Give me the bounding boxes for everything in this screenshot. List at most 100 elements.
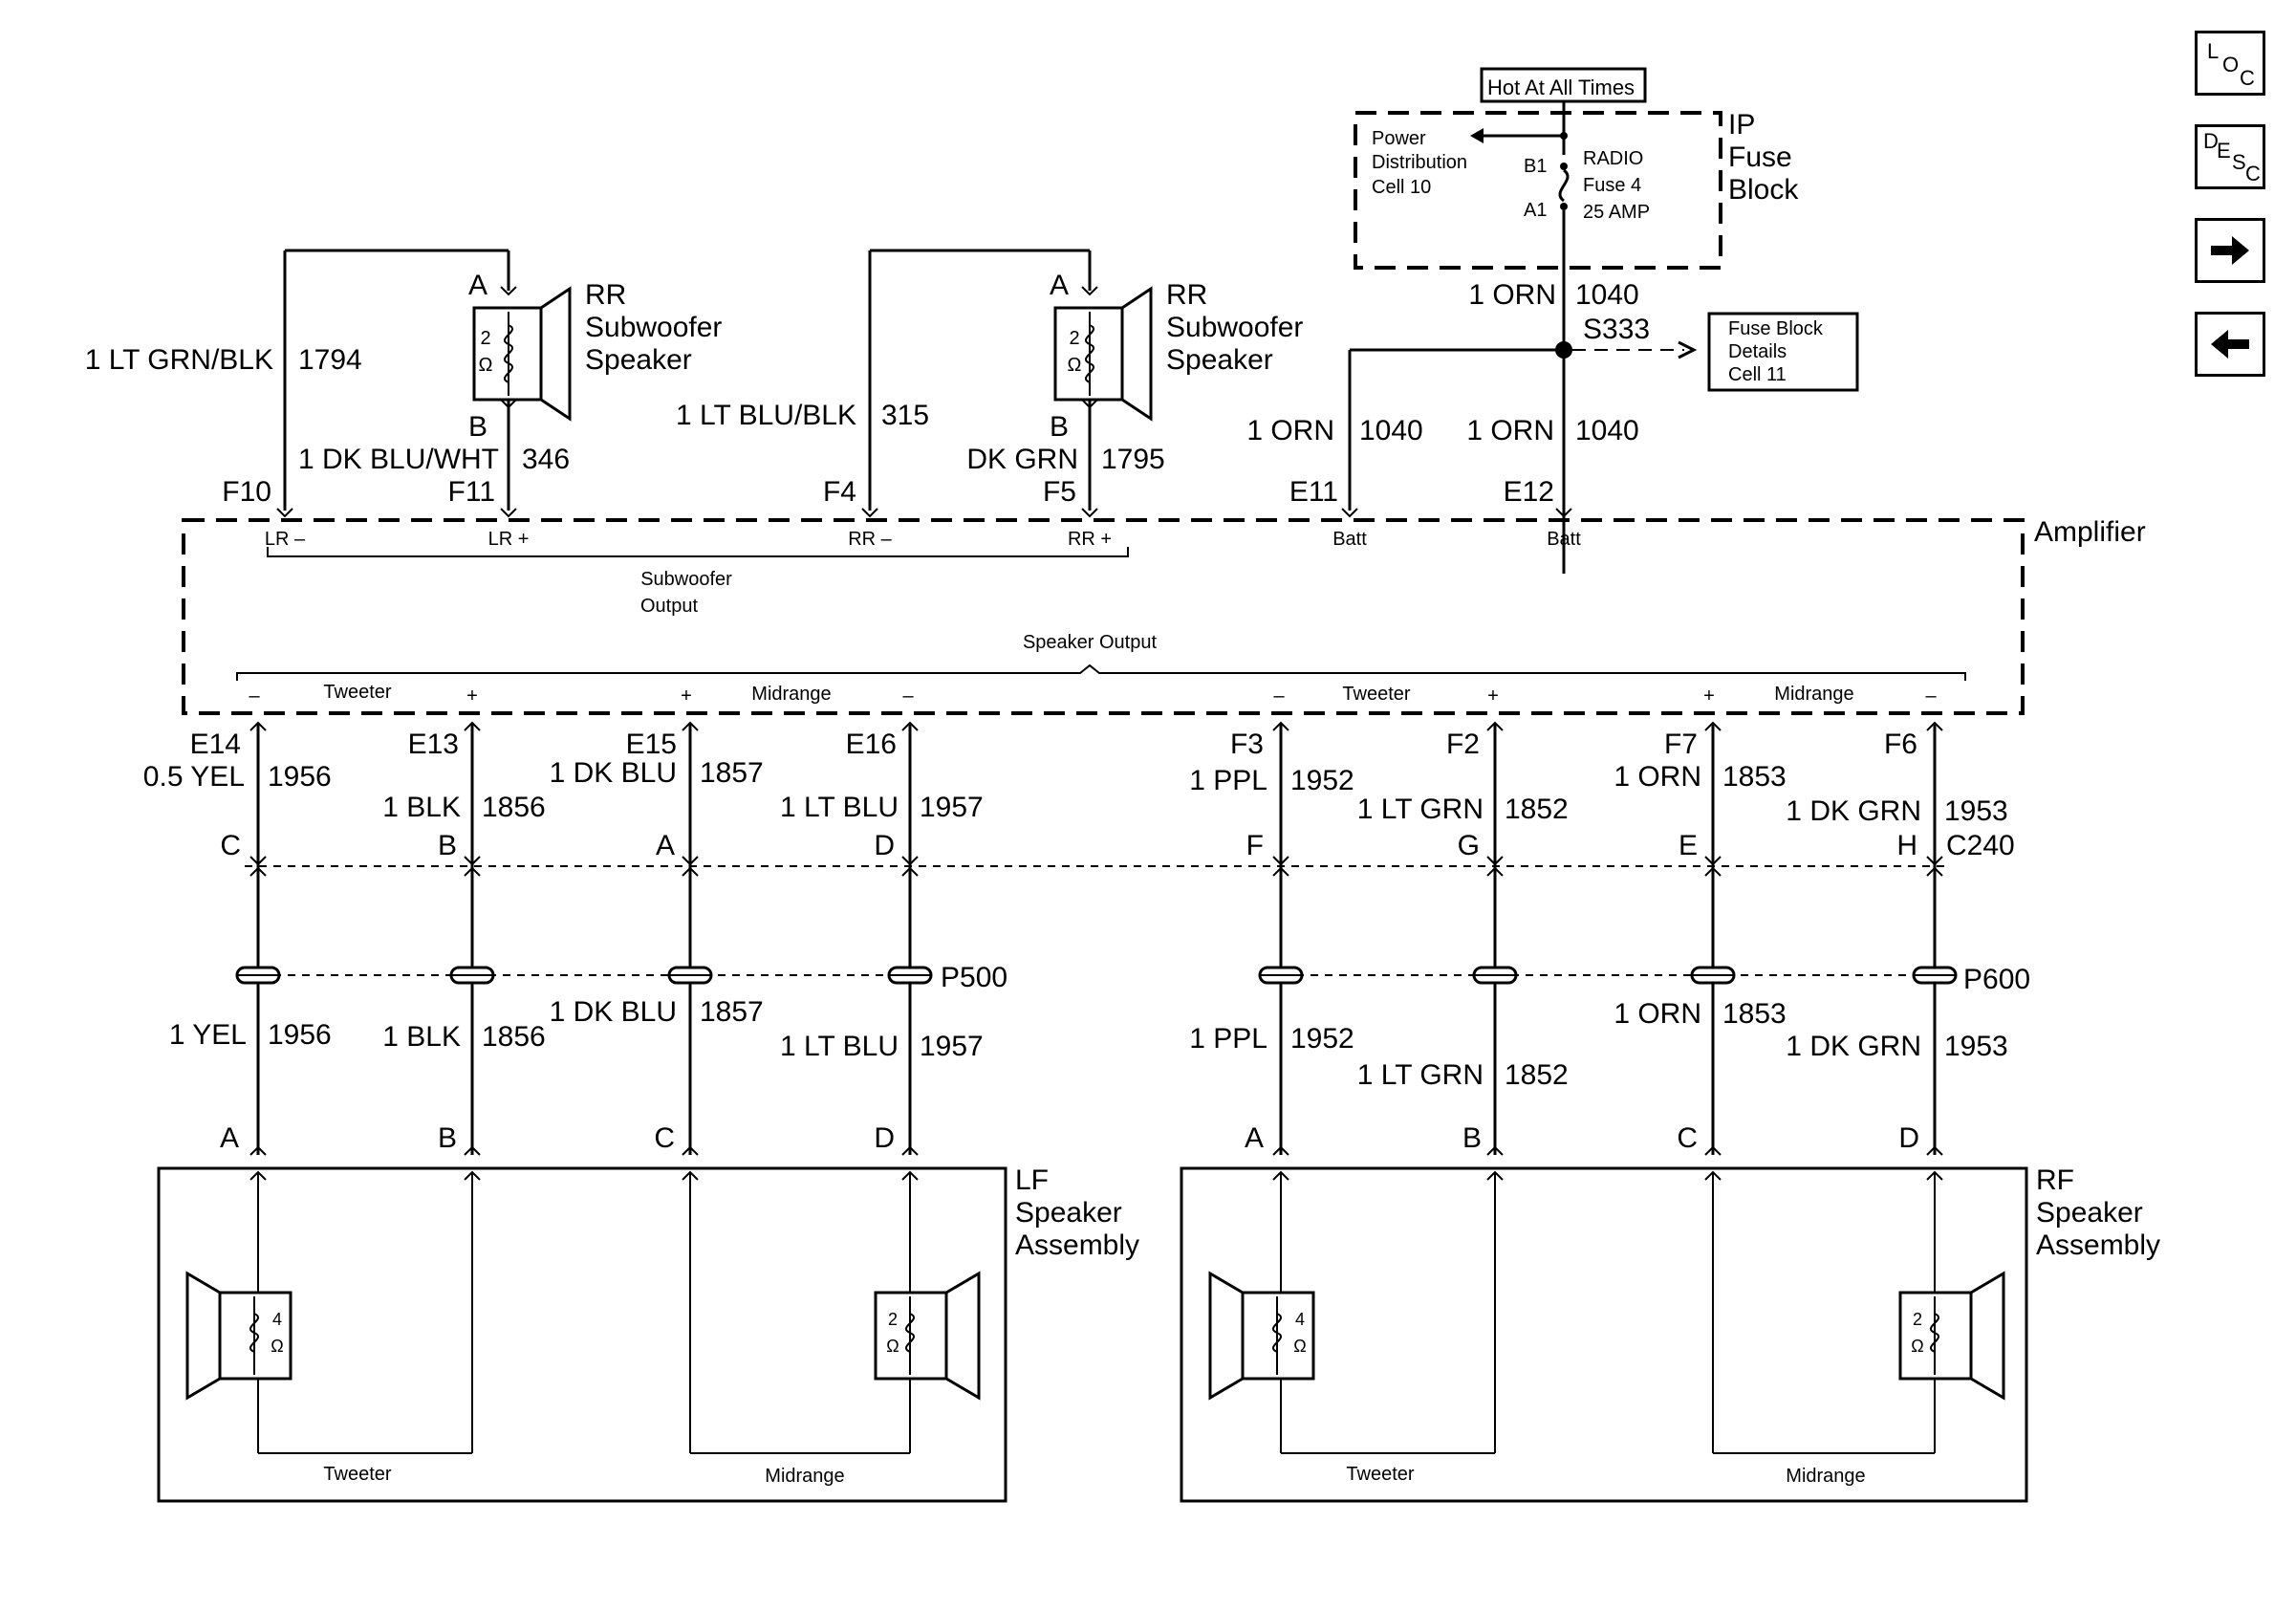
subwoofer-title-3: Speaker xyxy=(585,344,692,376)
lf-title-3: Assembly xyxy=(1015,1229,1139,1261)
group-label-midrange-lf: Midrange xyxy=(751,684,831,705)
tweeter-ohms: 4 xyxy=(1295,1310,1305,1329)
ch5-speaker-pin: A xyxy=(1245,1122,1264,1154)
subwoofer-pin-a: A xyxy=(468,270,487,301)
term-lr-pos: LR + xyxy=(488,529,530,550)
ch2-amp-pin: E13 xyxy=(408,729,459,760)
p500-label: P500 xyxy=(941,962,1007,993)
rf-tweeter-label: Tweeter xyxy=(1346,1464,1414,1485)
term-lr-neg: LR – xyxy=(265,529,306,550)
batt-feed-2-circuit: 1040 xyxy=(1575,415,1639,446)
ch6-upper-wire: 1 LT GRN xyxy=(1357,794,1484,825)
ch3-lower-wire: 1 DK BLU xyxy=(550,996,677,1028)
subwoofer-title-1: RR xyxy=(1166,279,1207,311)
midrange-ohms: 2 xyxy=(888,1310,898,1329)
loc-letter-c: C xyxy=(2240,66,2255,90)
subwoofer-title-1: RR xyxy=(585,279,626,311)
lf-speaker-assembly: LF Speaker Assembly 4 Ω 2 Ω Tweeter Midr… xyxy=(157,1164,1139,1503)
amplifier-outline xyxy=(182,518,2025,715)
ch4-lower-circuit: 1957 xyxy=(920,1031,984,1062)
midrange-ohm-symbol: Ω xyxy=(1911,1337,1923,1356)
loc-letter-l: L xyxy=(2207,39,2220,63)
sign-5: – xyxy=(1273,685,1285,707)
ch4-speaker-pin: D xyxy=(874,1122,895,1154)
speaker-cone-icon xyxy=(540,286,572,422)
battery-feeds: 1 ORN 1040 E11 1 ORN 1040 E12 Batt Batt xyxy=(1246,350,1639,550)
midrange-ohm-symbol: Ω xyxy=(886,1337,899,1356)
ch8-upper-circuit: 1953 xyxy=(1944,795,2008,827)
amplifier: Amplifier LR – LR + RR – RR + Subwoofer … xyxy=(182,516,2146,715)
fuse-pin-a1: A1 xyxy=(1524,200,1547,221)
ch2-lower-circuit: 1856 xyxy=(482,1021,546,1053)
subwoofer-title-3: Speaker xyxy=(1166,344,1273,376)
sign-6: + xyxy=(1487,685,1499,707)
ch4-amp-pin: E16 xyxy=(846,729,897,760)
subwoofer-ohm-symbol: Ω xyxy=(479,355,493,376)
loc-button[interactable]: L O C xyxy=(2195,31,2265,96)
tweeter-cone-icon xyxy=(185,1271,221,1401)
batt-feed-1-wire: 1 ORN xyxy=(1246,415,1334,446)
sub-pos-pin: F5 xyxy=(1043,476,1076,508)
lf-title-2: Speaker xyxy=(1015,1197,1122,1229)
hot-at-all-times-label: Hot At All Times xyxy=(1487,76,1635,99)
desc-letter-s: S xyxy=(2232,150,2246,174)
arrow-right-icon xyxy=(2211,236,2249,265)
ch8-amp-pin: F6 xyxy=(1884,729,1917,760)
ch6-amp-pin: F2 xyxy=(1446,729,1480,760)
desc-letter-e: E xyxy=(2217,139,2231,163)
subwoofer-left: 2 Ω A B RR Subwoofer Speaker 1 LT GRN/BL… xyxy=(85,249,722,518)
ch8-lower-wire: 1 DK GRN xyxy=(1786,1031,1921,1062)
subwoofer-title-2: Subwoofer xyxy=(1166,312,1303,343)
ch1-speaker-pin: A xyxy=(220,1122,239,1154)
fuse-rating: 25 AMP xyxy=(1583,202,1650,223)
subwoofer-ohm-symbol: Ω xyxy=(1068,355,1082,376)
sub-neg-circuit: 315 xyxy=(881,400,929,431)
subwoofer-ohms: 2 xyxy=(480,328,490,349)
batt-feed-1-circuit: 1040 xyxy=(1359,415,1423,446)
amplifier-title: Amplifier xyxy=(2034,516,2146,548)
sign-4: – xyxy=(902,685,914,707)
back-button[interactable] xyxy=(2195,312,2265,377)
rf-speaker-assembly: RF Speaker Assembly 4 Ω 2 Ω Tweeter Midr… xyxy=(1180,1164,2160,1503)
ch2-upper-circuit: 1856 xyxy=(482,792,546,823)
batt-term-1: Batt xyxy=(1332,529,1367,550)
subwoofer-pin-b: B xyxy=(468,411,487,443)
coil-icon xyxy=(504,324,513,383)
coil-icon xyxy=(1085,324,1094,383)
fuse-pin-b1: B1 xyxy=(1524,156,1547,177)
rf-assembly-outline xyxy=(1180,1166,2028,1503)
coil-icon xyxy=(905,1313,915,1353)
ch7-speaker-pin: C xyxy=(1677,1122,1698,1154)
pdc-line-3: Cell 10 xyxy=(1372,177,1431,198)
sign-7: + xyxy=(1703,685,1715,707)
sub-pos-circuit: 346 xyxy=(522,444,570,475)
batt-feed-1-pin: E11 xyxy=(1289,476,1338,508)
ch1-lower-wire: 1 YEL xyxy=(169,1019,247,1051)
desc-button[interactable]: D E S C xyxy=(2195,124,2265,189)
ch7-amp-pin: F7 xyxy=(1664,729,1698,760)
ch3-c240-pin: A xyxy=(656,830,675,861)
desc-letter-c: C xyxy=(2245,162,2261,185)
lf-tweeter-label: Tweeter xyxy=(323,1464,391,1485)
ch1-amp-pin: E14 xyxy=(190,729,241,760)
midrange-ohms: 2 xyxy=(1913,1310,1922,1329)
ch6-lower-circuit: 1852 xyxy=(1505,1059,1569,1091)
subwoofer-pin-b: B xyxy=(1050,411,1069,443)
sub-neg-wire: 1 LT GRN/BLK xyxy=(85,344,273,376)
pdc-line-2: Distribution xyxy=(1372,152,1467,173)
fuse-block-title-2: Fuse xyxy=(1728,141,1792,173)
sub-neg-wire: 1 LT BLU/BLK xyxy=(676,400,856,431)
ch7-c240-pin: E xyxy=(1679,830,1698,861)
splice-s333: S333 xyxy=(1583,314,1650,345)
ch4-c240-pin: D xyxy=(874,830,895,861)
fuse-name: RADIO xyxy=(1583,148,1643,169)
fused-feed-wire: 1 ORN xyxy=(1468,279,1556,311)
next-button[interactable] xyxy=(2195,218,2265,283)
lf-assembly-outline xyxy=(157,1166,1007,1503)
pdc-line-1: Power xyxy=(1372,128,1426,149)
tweeter-ohm-symbol: Ω xyxy=(271,1337,283,1356)
ch7-upper-circuit: 1853 xyxy=(1722,761,1787,793)
ch2-upper-wire: 1 BLK xyxy=(382,792,461,823)
group-label-tweeter-rf: Tweeter xyxy=(1342,684,1410,705)
ch6-upper-circuit: 1852 xyxy=(1505,794,1569,825)
